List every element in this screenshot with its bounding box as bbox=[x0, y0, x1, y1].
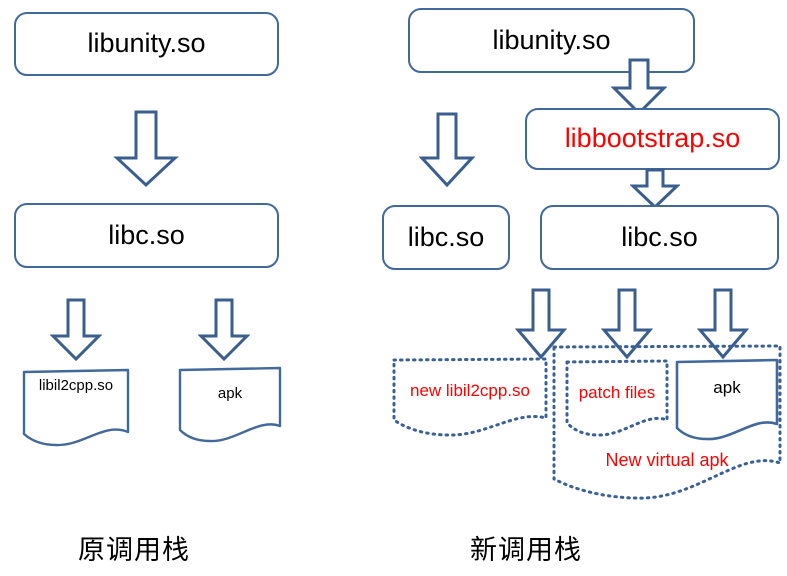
arrow-right-libc-to-new-il2cpp bbox=[515, 288, 567, 360]
node-label: patch files bbox=[578, 383, 656, 402]
node-right-new-libil2cpp[interactable]: new libil2cpp.so bbox=[391, 356, 549, 438]
node-label: libunity.so bbox=[87, 28, 206, 59]
node-right-patch-files[interactable]: patch files bbox=[564, 358, 670, 438]
node-right-apk[interactable]: apk bbox=[675, 358, 779, 442]
arrow-right-libc-to-apk bbox=[697, 288, 749, 360]
node-label: New virtual apk bbox=[605, 450, 729, 470]
arrow-right-unity-to-bootstrap bbox=[611, 58, 667, 116]
arrow-right-bootstrap-to-libc bbox=[630, 168, 680, 210]
node-label: new libil2cpp.so bbox=[409, 381, 530, 400]
node-label: libc.so bbox=[108, 219, 185, 250]
node-right-libc-small[interactable]: libc.so bbox=[382, 205, 510, 270]
arrow-left-libc-to-il2cpp bbox=[50, 298, 102, 362]
node-left-libunity[interactable]: libunity.so bbox=[14, 12, 279, 76]
node-left-libc[interactable]: libc.so bbox=[14, 203, 279, 268]
arrow-left-unity-to-libc bbox=[113, 110, 179, 188]
node-right-libbootstrap[interactable]: libbootstrap.so bbox=[525, 108, 780, 170]
caption-new-call-stack: 新调用栈 bbox=[470, 535, 582, 566]
arrow-left-libc-to-apk bbox=[198, 298, 250, 362]
node-label: libc.so bbox=[621, 221, 698, 252]
node-label: libc.so bbox=[407, 221, 485, 252]
node-right-libc-large[interactable]: libc.so bbox=[540, 205, 779, 270]
node-right-new-virtual-apk[interactable]: New virtual apk bbox=[551, 343, 783, 503]
arrow-right-unity-to-libc-small bbox=[419, 112, 475, 188]
node-left-libil2cpp[interactable]: libil2cpp.so bbox=[22, 368, 130, 448]
caption-original-call-stack: 原调用栈 bbox=[78, 535, 190, 566]
arrow-right-libc-to-patch bbox=[601, 288, 653, 360]
node-left-apk[interactable]: apk bbox=[178, 366, 282, 444]
node-label: libunity.so bbox=[492, 24, 611, 55]
node-label: libbootstrap.so bbox=[564, 123, 741, 154]
